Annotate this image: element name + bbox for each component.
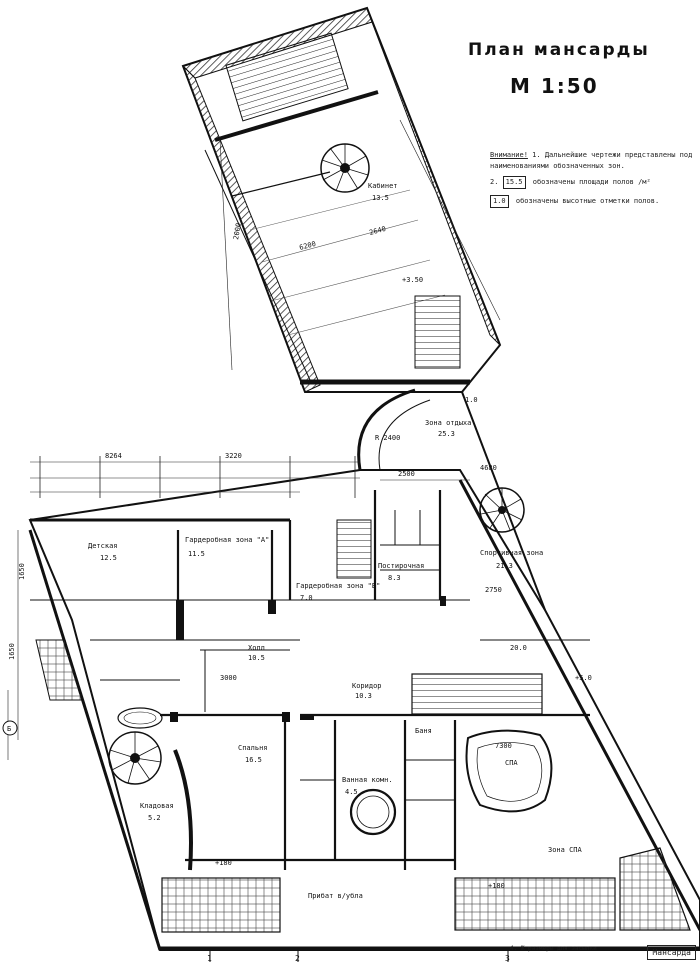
notes-block: Внимание! 1. Дальнейшие чертежи представ… [490, 150, 700, 208]
dim-10: 2000 [232, 222, 243, 240]
room-spa: СПА [505, 759, 518, 767]
mark-5: +180 [488, 882, 505, 890]
dim-11: 2750 [485, 586, 502, 594]
dim-4: 2640 [368, 225, 386, 237]
room-pribavka: Прибат в/убла [308, 892, 363, 900]
notes-item3: обозначены высотные отметки полов. [515, 197, 660, 205]
notes-item2-box: 15.5 [502, 176, 526, 189]
axis-markers [2, 720, 509, 962]
room-kabinet: Кабинет [368, 182, 398, 190]
connector-arc [357, 388, 546, 611]
area-garderobnaya-a: 11.5 [188, 550, 205, 558]
area-kabinet: 13.5 [372, 194, 389, 202]
footer-note: 4. Ж размеры для засылки [510, 945, 597, 952]
axis-1: 1 [207, 954, 212, 963]
room-vannaya: Ванная комн. [342, 776, 393, 784]
title-block-stamp: Мансарда [647, 945, 696, 960]
area-detskaya: 12.5 [100, 554, 117, 562]
area-postirochnaya: 8.3 [388, 574, 401, 582]
axis-3: 3 [505, 954, 510, 963]
room-kholl: Холл [248, 644, 265, 652]
notes-item1: Дальнейшие чертежи представлены под наим… [490, 151, 693, 170]
plan-scale: М 1:50 [510, 74, 599, 98]
dim-7: 4680 [480, 464, 497, 472]
axis-2: 2 [295, 954, 300, 963]
dim-5: 2500 [398, 470, 415, 478]
dimension-lines [7, 119, 501, 760]
mark-1: 1.0 [465, 396, 478, 404]
area-vannaya: 4.5 [345, 788, 358, 796]
main-block [28, 469, 700, 951]
dim-3: 6200 [298, 240, 316, 252]
notes-item1-num: 1. [532, 151, 541, 159]
area-garderobnaya-b: 7.0 [300, 594, 313, 602]
room-koridor: Коридор [352, 682, 382, 690]
mark-3: +3.50 [402, 276, 423, 284]
dim-12: 7300 [495, 742, 512, 750]
room-detskaya: Детская [88, 542, 118, 550]
notes-item2-num: 2. [490, 178, 499, 186]
mark-2: +5.0 [575, 674, 592, 682]
notes-heading: Внимание! [490, 151, 528, 159]
room-sportivnaya: Спортивная зона [480, 549, 543, 557]
area-spalnya: 16.5 [245, 756, 262, 764]
dim-9: 1650 [18, 563, 26, 580]
room-banya: Баня [415, 727, 432, 735]
room-garderobnaya-b: Гардеробная зона "Б" [296, 582, 380, 590]
north-wing [181, 6, 502, 393]
room-kladovaya: Кладовая [140, 802, 174, 810]
dim-2: 3220 [225, 452, 242, 460]
area-kholl: 10.5 [248, 654, 265, 662]
dim-13: 3000 [220, 674, 237, 682]
room-zona-spa: Зона СПА [548, 846, 583, 854]
area-koridor: 10.3 [355, 692, 372, 700]
room-garderobnaya-a: Гардеробная зона "А" [185, 536, 269, 544]
room-postirochnaya: Постирочная [378, 562, 424, 570]
room-zona-otdykha: Зона отдыха [425, 419, 471, 427]
area-kladovaya: 5.2 [148, 814, 161, 822]
axis-b: Б [7, 725, 11, 733]
notes-item3-box: 1.0 [490, 195, 509, 208]
notes-item2: обозначены площади полов /м² [532, 178, 651, 186]
dim-8: 1650 [8, 643, 16, 660]
mark-4: +180 [215, 859, 232, 867]
dim-6: R 2400 [375, 434, 400, 442]
area-sportivnaya: 21.3 [496, 562, 513, 570]
plan-title: План мансарды [468, 40, 650, 60]
dim-1: 8264 [105, 452, 122, 460]
area-spa: 20.0 [510, 644, 527, 652]
room-spalnya: Спальня [238, 744, 268, 752]
area-zona-otdykha: 25.3 [438, 430, 455, 438]
spa-pool [465, 729, 553, 813]
